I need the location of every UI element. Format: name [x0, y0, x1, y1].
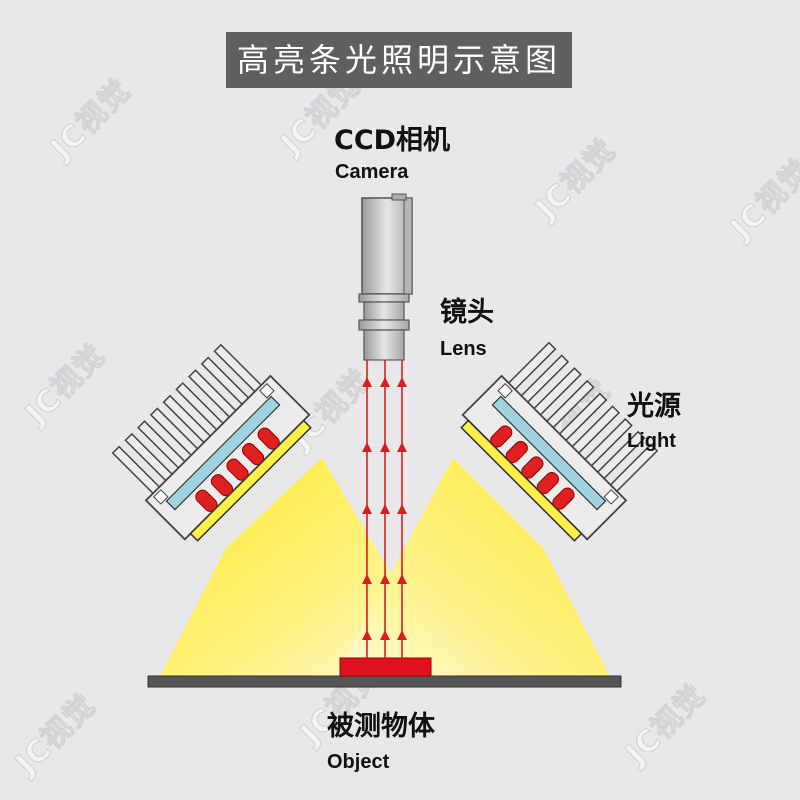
object-label-cn: 被测物体: [327, 711, 435, 742]
right-light-beam: [335, 458, 610, 676]
camera: [361, 193, 413, 295]
lens-label-cn: 镜头: [440, 297, 494, 328]
stage-plate: [147, 675, 622, 688]
object-label-en: Object: [327, 751, 390, 773]
page-title: 高亮条光照明示意图: [226, 32, 572, 88]
left-light-unit: [111, 343, 312, 542]
lens-label-en: Lens: [440, 338, 487, 360]
light-label-en: Light: [627, 430, 676, 452]
camera-label-cn: CCD相机: [334, 125, 451, 156]
lens: [358, 293, 410, 361]
light-label-cn: 光源: [627, 391, 681, 422]
right-light-unit: [460, 341, 659, 542]
ray-arrows: [362, 377, 407, 640]
camera-label-en: Camera: [335, 161, 409, 183]
object: [339, 657, 432, 677]
